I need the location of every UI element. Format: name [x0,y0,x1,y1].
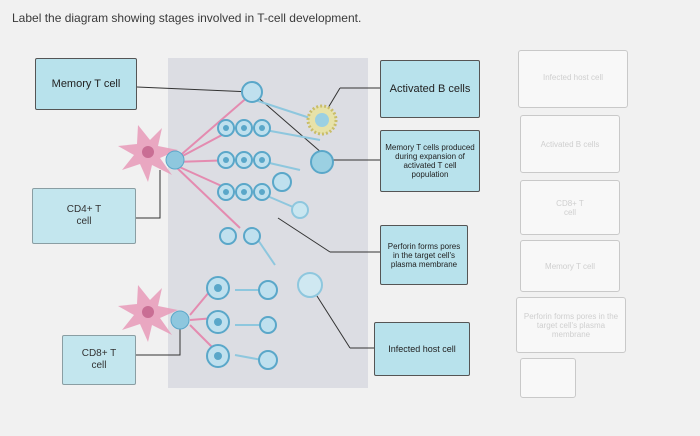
bank-item-memory-t-cell[interactable]: Memory T cell [520,240,620,292]
leader-line-memory [136,86,253,93]
dendritic-cell-top [118,125,178,182]
label-memory-produced[interactable]: Memory T cells produced during expansion… [380,130,480,192]
bank-item-activated-b-cells[interactable]: Activated B cells [520,115,620,173]
bank-item-infected-host-cell[interactable]: Infected host cell [518,50,628,108]
label-activated-b-cells[interactable]: Activated B cells [380,60,480,118]
bank-item-empty[interactable] [520,358,576,398]
activated-b-cell-mark [306,104,338,136]
leader-line-cd8 [136,320,181,356]
label-perforin[interactable]: Perforin forms pores in the target cell'… [380,225,468,285]
memory-t-cell-mark [241,81,263,103]
dendritic-cell-bottom [118,285,178,342]
naive-t-cell-bottom [170,310,190,330]
drop-target-cd8[interactable]: CD8+ T cell [62,335,136,385]
naive-t-cell-top [165,150,185,170]
drop-target-cd4[interactable]: CD4+ T cell [32,188,136,244]
bank-item-perforin[interactable]: Perforin forms pores in the target cell'… [516,297,626,353]
leader-line-cd4 [136,170,161,219]
infected-host-cell-mark [297,272,323,298]
bank-item-cd8-t-cell[interactable]: CD8+ T cell [520,180,620,235]
instruction-text: Label the diagram showing stages involve… [12,11,362,25]
label-infected-host-cell[interactable]: Infected host cell [374,322,470,376]
leader-line-memory-produced [253,93,331,161]
label-memory-t-cell[interactable]: Memory T cell [35,58,137,110]
leader-line-perforin [277,217,331,253]
plasma-cell-mark [310,150,334,174]
